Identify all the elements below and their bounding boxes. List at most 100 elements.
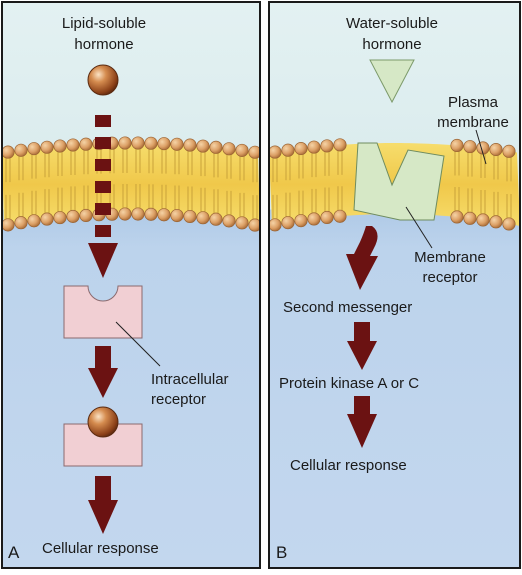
panel-b-border [268,1,521,569]
protein-kinase-label: Protein kinase A or C [279,375,419,392]
panel-b-hormone-label-line1: Water-soluble [346,15,438,32]
phospholipid-head [294,214,308,228]
phospholipid-head [320,210,334,225]
phospholipid-head [333,209,347,223]
phospholipid-head [27,142,41,156]
second-messenger-label: Second messenger [283,299,412,316]
phospholipid-head [66,209,80,223]
phospholipid-head [2,218,15,232]
phospholipid-head [222,142,236,156]
phospholipid-head [463,140,477,154]
panel-b-arrow-1 [346,226,378,290]
phospholipid-head [170,208,184,223]
phospholipid-head [450,210,464,224]
phospholipid-head [27,214,41,228]
lipid-tail-band [2,143,260,226]
phospholipid-head [53,139,67,153]
phospholipid-head [170,137,184,151]
phospholipid-head [489,215,503,229]
phospholipid-head [14,216,28,230]
panel-b-response-label: Cellular response [290,457,407,474]
diffusion-dash [95,115,111,127]
panel-a-arrow-1 [88,243,118,278]
intracellular-receptor-leader [115,321,161,367]
phospholipid-head [489,142,503,157]
phospholipid-head [333,138,347,152]
membrane-receptor-leader [405,206,433,249]
phospholipid-head [235,143,249,157]
phospholipid-head [40,140,54,154]
phospholipid-head [269,145,282,159]
phospholipid-head [222,214,236,228]
phospholipid-head [307,212,321,226]
phospholipid-head [476,213,490,227]
phospholipid-head [248,218,260,232]
phospholipid-head [183,138,197,152]
panel-a-arrow-3 [88,476,118,534]
phospholipid-head [157,137,171,151]
panel-a-hormone-label-line1: Lipid-soluble [62,15,146,32]
phospholipid-head [209,140,223,154]
phospholipid-head [131,136,145,150]
phospholipid-head [118,207,132,221]
phospholipid-head [196,211,210,225]
phospholipid-head [131,207,145,221]
diffusion-dash [95,159,111,171]
plasma-membrane-label-line2: membrane [437,114,509,131]
panel-a-letter: A [8,543,20,562]
phospholipid-head [144,136,158,150]
panel-b-arrow-2 [347,322,377,370]
water-soluble-hormone-triangle [369,59,415,104]
phospholipid-head [269,218,282,232]
phospholipid-head [79,137,93,151]
phospholipid-head [450,138,464,153]
phospholipid-head [502,217,516,231]
plasma-membrane-leader [475,129,487,165]
phospholipid-head [320,139,334,153]
panel-a-response-label: Cellular response [42,540,159,557]
panel-b-letter: B [276,543,287,562]
diffusion-dash [95,137,111,149]
phospholipid-head [235,216,249,230]
panel-a-lipid-bilayer [2,136,260,232]
phospholipid-head [502,144,516,158]
panel-b-cytoplasm [269,191,520,568]
phospholipid-head [157,208,171,222]
bound-hormone-ball [87,406,119,438]
phospholipid-head [209,212,223,226]
phospholipid-head [79,208,93,223]
phospholipid-head [248,145,260,159]
membrane-receptor [353,142,445,221]
panel-a-diffusion-dashes [95,115,111,237]
panel-b-hormone-label-line2: hormone [362,36,421,53]
phospholipid-head [2,145,15,159]
panel-a-border [1,1,261,569]
plasma-membrane-label-line1: Plasma [448,94,499,111]
phospholipid-head [53,211,67,225]
lipid-soluble-hormone-ball [87,64,119,96]
phospholipid-head [281,216,295,230]
diffusion-dash [95,203,111,215]
phospholipid-head [14,143,28,157]
phospholipid-head [196,139,210,153]
phospholipid-head [294,142,308,156]
phospholipid-head [281,143,295,157]
panel-b-arrow-3 [347,396,377,448]
phospholipid-head [307,140,321,154]
phospholipid-head [66,138,80,152]
panel-a-arrow-2 [88,346,118,398]
phospholipid-head [183,209,197,224]
membrane-receptor-label-line2: receptor [422,269,477,286]
membrane-receptor-label-line1: Membrane [414,249,486,266]
phospholipid-head [40,212,54,226]
phospholipid-head [463,211,477,225]
phospholipid-head [118,136,132,150]
diffusion-dash [95,181,111,193]
panel-a: Lipid-soluble hormone Intracellular rece… [1,1,261,569]
panel-b: Water-soluble hormone Plasma membrane Me… [268,1,521,569]
panel-a-hormone-label-line2: hormone [74,36,133,53]
intracellular-receptor-label-line1: Intracellular [151,371,229,388]
panel-a-cytoplasm [2,191,260,568]
